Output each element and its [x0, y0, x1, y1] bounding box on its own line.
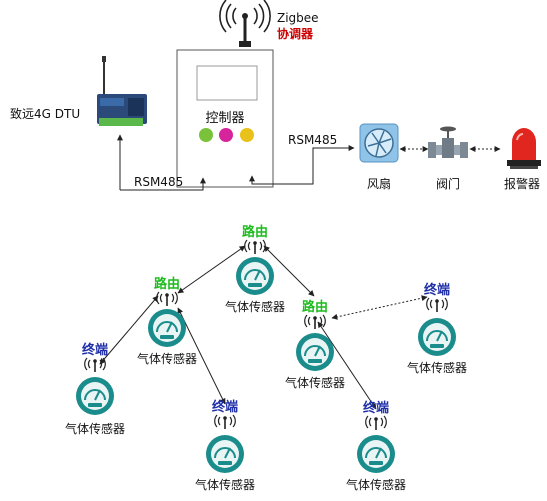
controller-screen: [196, 65, 258, 101]
sensor-label: 气体传感器: [225, 299, 285, 314]
gas-sensor-icon: [356, 434, 396, 474]
rsm485-left-label: RSM485: [134, 175, 183, 189]
router-label: 路由: [154, 276, 180, 292]
fan-label: 风扇: [367, 176, 391, 191]
sensor-label: 气体传感器: [65, 421, 125, 436]
router-label: 路由: [302, 299, 328, 315]
gas-sensor-icon: [205, 434, 245, 474]
dtu-controller-line: [120, 177, 206, 191]
mesh-link: [331, 295, 428, 320]
gas-sensor-icon: [147, 308, 187, 348]
yellow-led-icon: [240, 128, 254, 142]
antenna-icon: [364, 415, 388, 431]
sensor-label: 气体传感器: [346, 477, 406, 492]
antenna-icon: [155, 291, 179, 307]
gas-sensor-icon: [295, 332, 335, 372]
antenna-icon: [243, 239, 267, 255]
mesh-link: [263, 245, 315, 297]
mesh-link: [177, 245, 246, 294]
mesh-link: [317, 321, 377, 410]
antenna-icon: [425, 297, 449, 313]
sensor-label: 气体传感器: [407, 360, 467, 375]
rsm485-right-label: RSM485: [288, 133, 337, 147]
controller-label: 控制器: [205, 111, 244, 126]
gas-sensor-icon: [417, 317, 457, 357]
sensor-label: 气体传感器: [285, 375, 345, 390]
end-device-label: 终端: [363, 400, 389, 416]
green-led-icon: [199, 128, 213, 142]
gas-sensor-icon: [235, 256, 275, 296]
end-device-label: 终端: [424, 282, 450, 298]
antenna-icon: [213, 414, 237, 430]
end-device-label: 终端: [212, 399, 238, 415]
valve-label: 阀门: [436, 176, 460, 191]
alarm-label: 报警器: [504, 176, 540, 191]
dtu-device-icon: [97, 56, 147, 126]
mesh-link: [177, 307, 226, 405]
zigbee-label: Zigbee: [277, 11, 319, 25]
magenta-led-icon: [219, 128, 233, 142]
fan-icon: [359, 123, 399, 163]
mesh-link: [99, 295, 159, 365]
antenna-icon: [83, 357, 107, 373]
sensor-label: 气体传感器: [195, 477, 255, 492]
controller-fan-line: [249, 145, 355, 185]
end-device-label: 终端: [82, 342, 108, 358]
alarm-light-icon: [507, 128, 541, 169]
gas-sensor-icon: [75, 376, 115, 416]
router-label: 路由: [242, 224, 268, 240]
valve-icon: [428, 126, 468, 158]
dtu-label: 致远4G DTU: [10, 107, 80, 121]
coordinator-label: 协调器: [277, 26, 314, 41]
coordinator-antenna-icon: [219, 0, 271, 47]
sensor-label: 气体传感器: [137, 351, 197, 366]
antenna-icon: [303, 314, 327, 330]
